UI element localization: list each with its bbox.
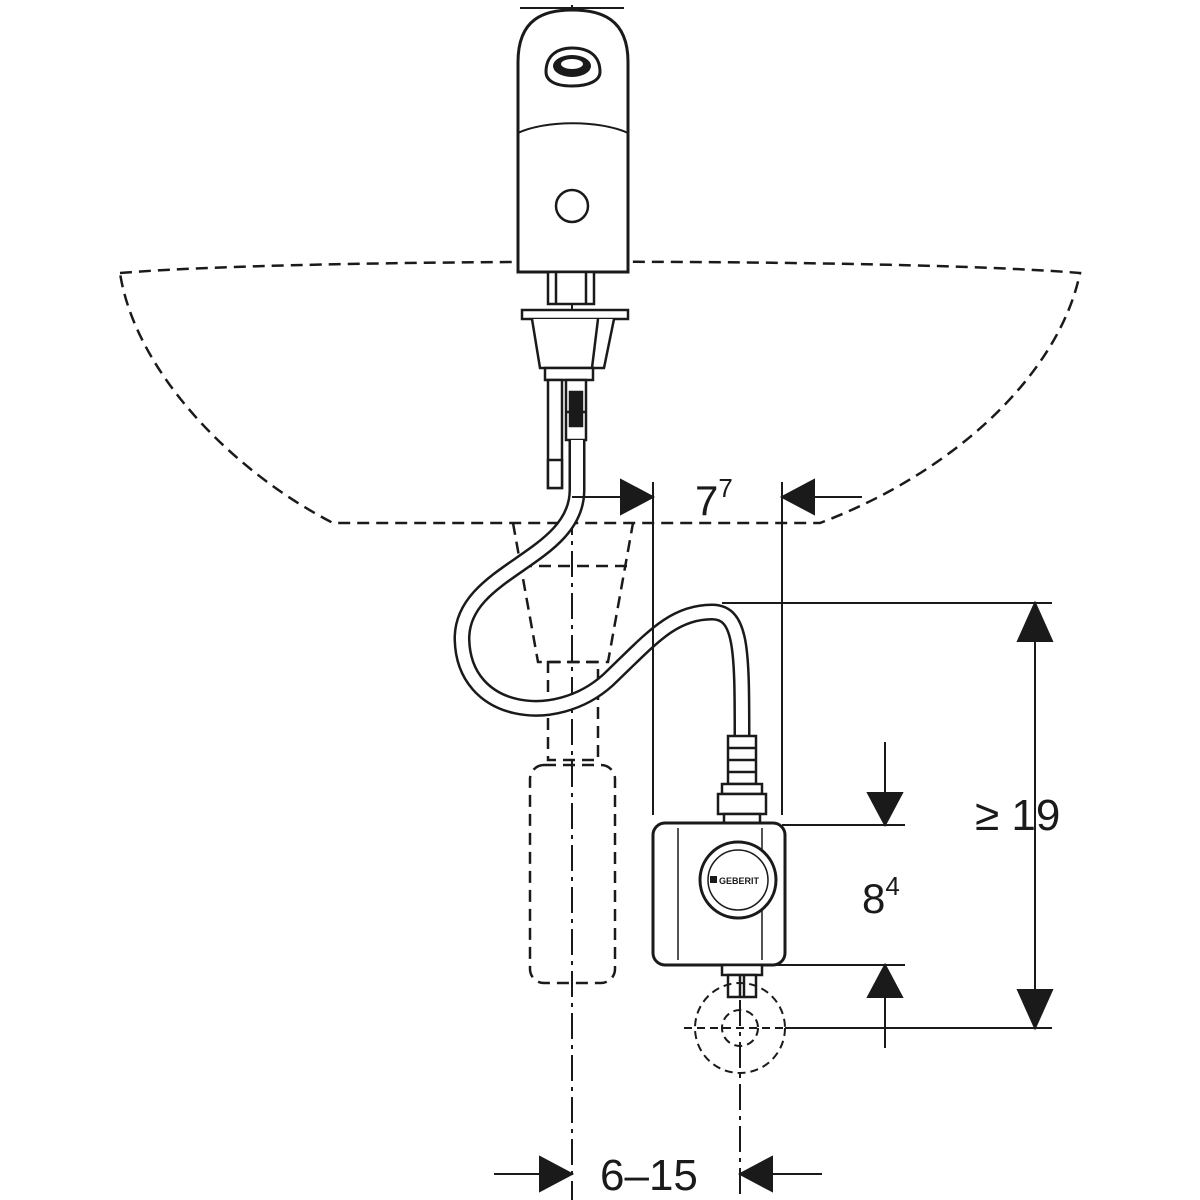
washbasin-outline [118,260,1082,525]
dimension-label-top: 77 [695,473,733,524]
dimension-box-base: 8 [862,875,885,922]
dimension-bottom-horizontal [494,1155,822,1193]
dimension-top-horizontal [572,478,862,815]
dimension-label-bottom: 6–15 [600,1151,698,1200]
geberit-logo: GEBERIT [719,876,760,886]
box-outlet-fitting [720,963,764,999]
dimension-min-height [722,600,1054,1031]
dimension-label-min-height: ≥ 19 [975,791,1060,840]
geberit-logo-mark-icon [710,876,717,883]
tap-mounting-fixture [520,270,630,490]
dimension-label-box-height: 84 [862,871,900,922]
flexible-hose [453,440,751,741]
dimension-box-sup: 4 [885,871,899,901]
hose-connector [716,734,768,826]
dimension-top-base: 7 [695,477,718,524]
infrared-sensor-icon [554,188,590,224]
dimension-top-sup: 7 [718,473,732,503]
tap-outlet-icon [544,46,602,88]
dimension-box-height [770,742,905,1048]
control-box [651,821,787,967]
